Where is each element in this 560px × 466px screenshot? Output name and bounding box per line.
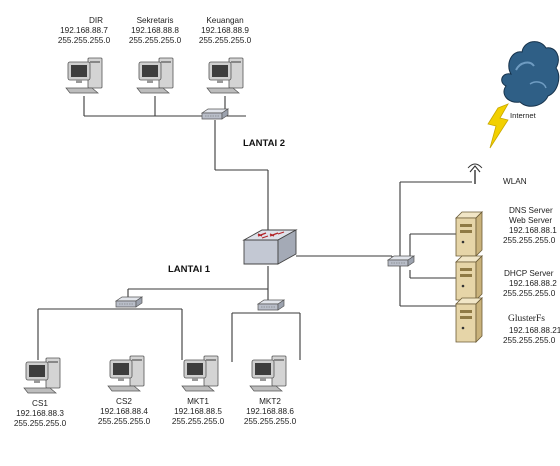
pc-icon	[136, 57, 174, 94]
hub-floor1-left-icon	[115, 296, 143, 308]
server-icon	[455, 255, 483, 301]
server-dhcp-ip: 192.168.88.2	[509, 279, 557, 288]
server-dns-line1: DNS Server	[509, 206, 553, 215]
server-dhcp: DHCP Server 192.168.88.2 255.255.255.0	[455, 255, 557, 301]
pc-dir-name: DIR	[89, 16, 103, 25]
pc-icon	[181, 355, 219, 392]
pc-sekretaris-mask: 255.255.255.0	[129, 36, 182, 45]
pc-cs1: CS1 192.168.88.3 255.255.255.0	[14, 357, 67, 428]
internet-cloud-icon	[501, 41, 560, 107]
pc-icon	[206, 57, 244, 94]
pc-sekretaris: Sekretaris 192.168.88.8 255.255.255.0	[129, 16, 182, 94]
pc-mkt2-mask: 255.255.255.0	[244, 417, 297, 426]
server-gluster-ip: 192.168.88.21	[509, 326, 560, 335]
pc-dir-ip: 192.168.88.7	[60, 26, 108, 35]
pc-sekretaris-ip: 192.168.88.8	[131, 26, 179, 35]
pc-mkt2-ip: 192.168.88.6	[246, 407, 294, 416]
server-dhcp-line1: DHCP Server	[504, 269, 554, 278]
server-dns-web: DNS Server Web Server 192.168.88.1 255.2…	[455, 206, 557, 257]
pc-cs1-ip: 192.168.88.3	[16, 409, 64, 418]
server-dns-ip: 192.168.88.1	[509, 226, 557, 235]
internet-label: Internet	[510, 111, 537, 120]
pc-keuangan-name: Keuangan	[206, 16, 244, 25]
pc-mkt1-ip: 192.168.88.5	[174, 407, 222, 416]
server-dhcp-mask: 255.255.255.0	[503, 289, 556, 298]
pc-cs2: CS2 192.168.88.4 255.255.255.0	[98, 355, 151, 426]
pc-dir-mask: 255.255.255.0	[58, 36, 111, 45]
pc-cs2-mask: 255.255.255.0	[98, 417, 151, 426]
pc-keuangan: Keuangan 192.168.88.9 255.255.255.0	[199, 16, 252, 94]
core-switch-icon	[242, 229, 298, 265]
pc-icon	[107, 355, 145, 392]
server-icon	[455, 211, 483, 257]
floor1-label: LANTAI 1	[168, 264, 211, 275]
server-gluster-mask: 255.255.255.0	[503, 336, 556, 345]
server-gluster-line1: GlusterFs	[508, 314, 545, 324]
pc-icon	[65, 57, 103, 94]
server-dns-line2: Web Server	[509, 216, 552, 225]
lightning-icon	[487, 103, 509, 149]
pc-mkt2: MKT2 192.168.88.6 255.255.255.0	[244, 355, 297, 426]
cable-lines	[37, 96, 472, 362]
pc-sekretaris-name: Sekretaris	[137, 16, 174, 25]
pc-mkt1-name: MKT1	[187, 397, 209, 406]
wlan-label: WLAN	[503, 177, 527, 186]
pc-keuangan-mask: 255.255.255.0	[199, 36, 252, 45]
wlan-antenna-icon	[467, 163, 483, 184]
pc-mkt1-mask: 255.255.255.0	[172, 417, 225, 426]
hub-server-icon	[387, 255, 415, 267]
server-icon	[455, 297, 483, 343]
floor2-label: LANTAI 2	[243, 138, 285, 149]
hub-floor1-right-icon	[257, 299, 285, 311]
pc-keuangan-ip: 192.168.88.9	[201, 26, 249, 35]
pc-mkt2-name: MKT2	[259, 397, 281, 406]
pc-icon	[249, 355, 287, 392]
pc-mkt1: MKT1 192.168.88.5 255.255.255.0	[172, 355, 225, 426]
pc-dir: DIR 192.168.88.7 255.255.255.0	[58, 16, 111, 94]
pc-cs1-mask: 255.255.255.0	[14, 419, 67, 428]
hub-floor2-icon	[201, 108, 229, 120]
server-glusterfs: GlusterFs 192.168.88.21 255.255.255.0	[455, 297, 560, 345]
pc-cs1-name: CS1	[32, 399, 48, 408]
server-dns-mask: 255.255.255.0	[503, 236, 556, 245]
pc-cs2-ip: 192.168.88.4	[100, 407, 148, 416]
pc-icon	[23, 357, 61, 394]
pc-cs2-name: CS2	[116, 397, 132, 406]
